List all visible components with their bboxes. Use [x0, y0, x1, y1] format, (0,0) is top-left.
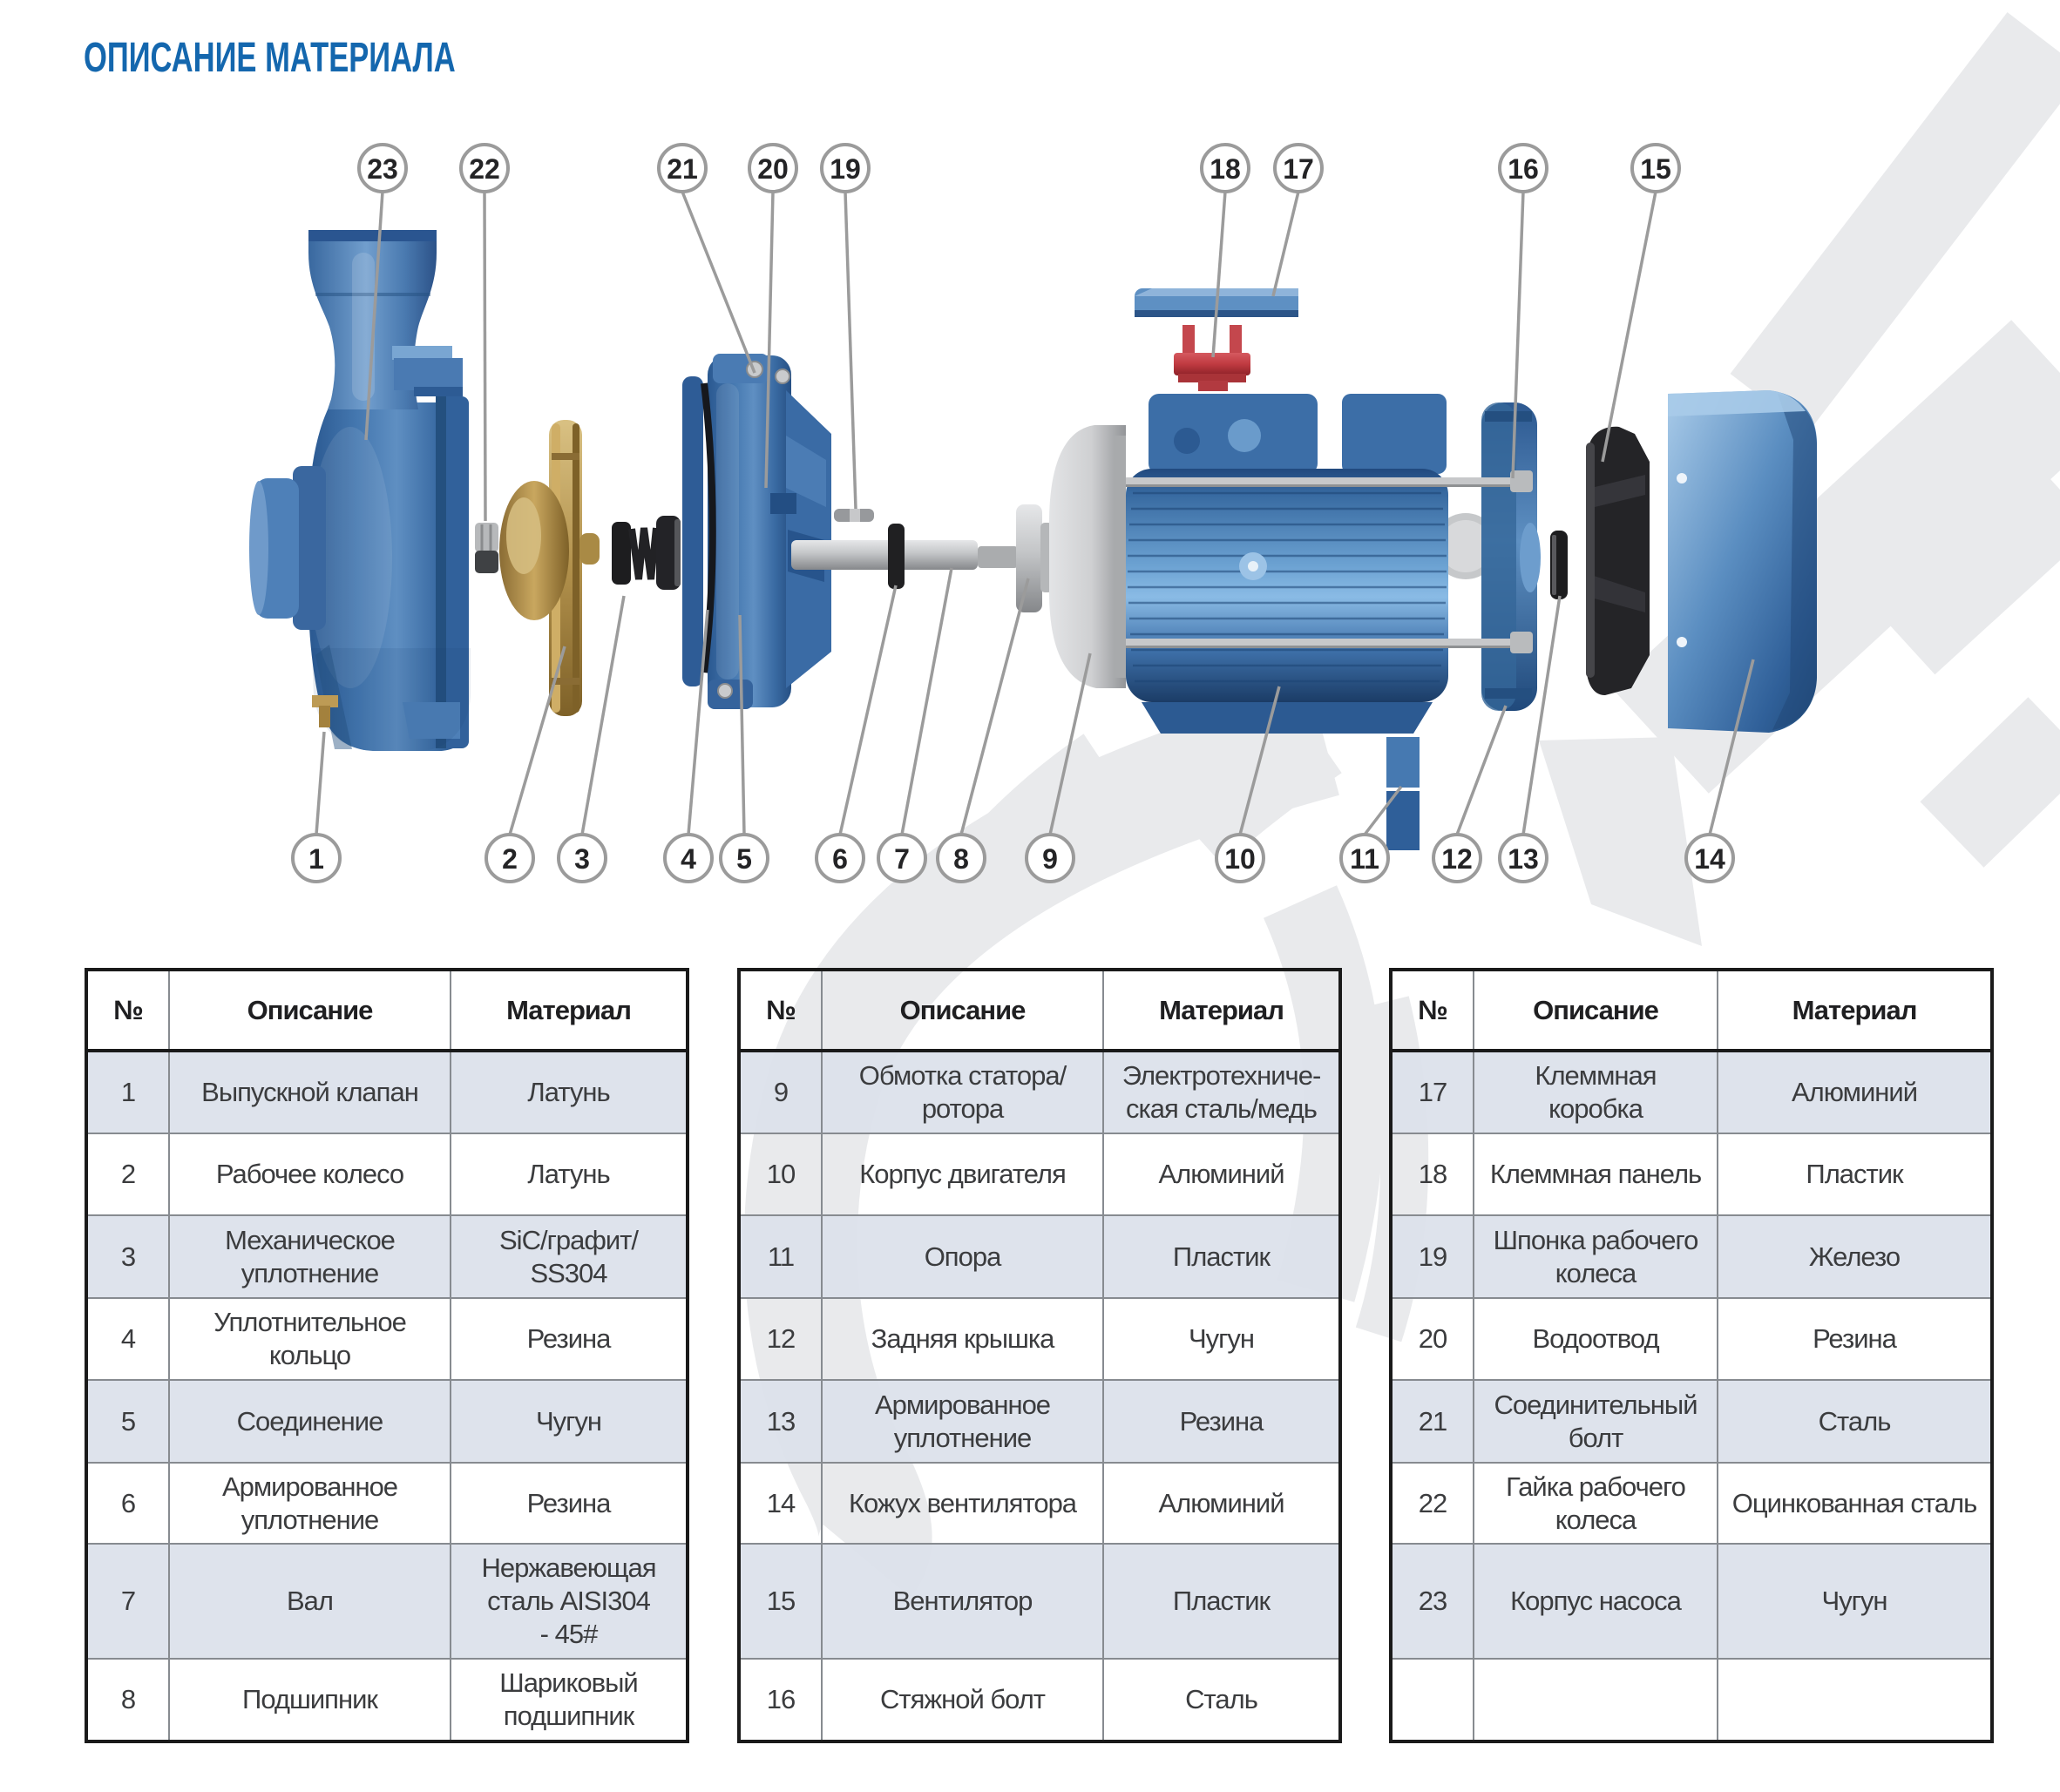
- svg-text:5: 5: [736, 843, 752, 875]
- svg-text:21: 21: [667, 153, 698, 185]
- svg-text:16: 16: [1508, 153, 1539, 185]
- svg-text:7: 7: [894, 843, 910, 875]
- svg-text:22: 22: [469, 153, 500, 185]
- svg-text:12: 12: [1441, 843, 1473, 875]
- svg-text:11: 11: [1350, 843, 1379, 875]
- svg-text:2: 2: [502, 843, 518, 875]
- svg-text:8: 8: [953, 843, 969, 875]
- svg-text:19: 19: [830, 153, 861, 185]
- svg-text:17: 17: [1283, 153, 1314, 185]
- svg-text:9: 9: [1042, 843, 1058, 875]
- svg-text:3: 3: [574, 843, 590, 875]
- svg-text:6: 6: [832, 843, 848, 875]
- svg-text:13: 13: [1508, 843, 1539, 875]
- svg-text:14: 14: [1694, 843, 1725, 875]
- svg-text:20: 20: [757, 153, 789, 185]
- svg-text:4: 4: [681, 843, 696, 875]
- svg-text:15: 15: [1640, 153, 1671, 185]
- svg-text:10: 10: [1224, 843, 1256, 875]
- svg-text:18: 18: [1210, 153, 1241, 185]
- svg-text:23: 23: [367, 153, 398, 185]
- svg-text:1: 1: [308, 843, 324, 875]
